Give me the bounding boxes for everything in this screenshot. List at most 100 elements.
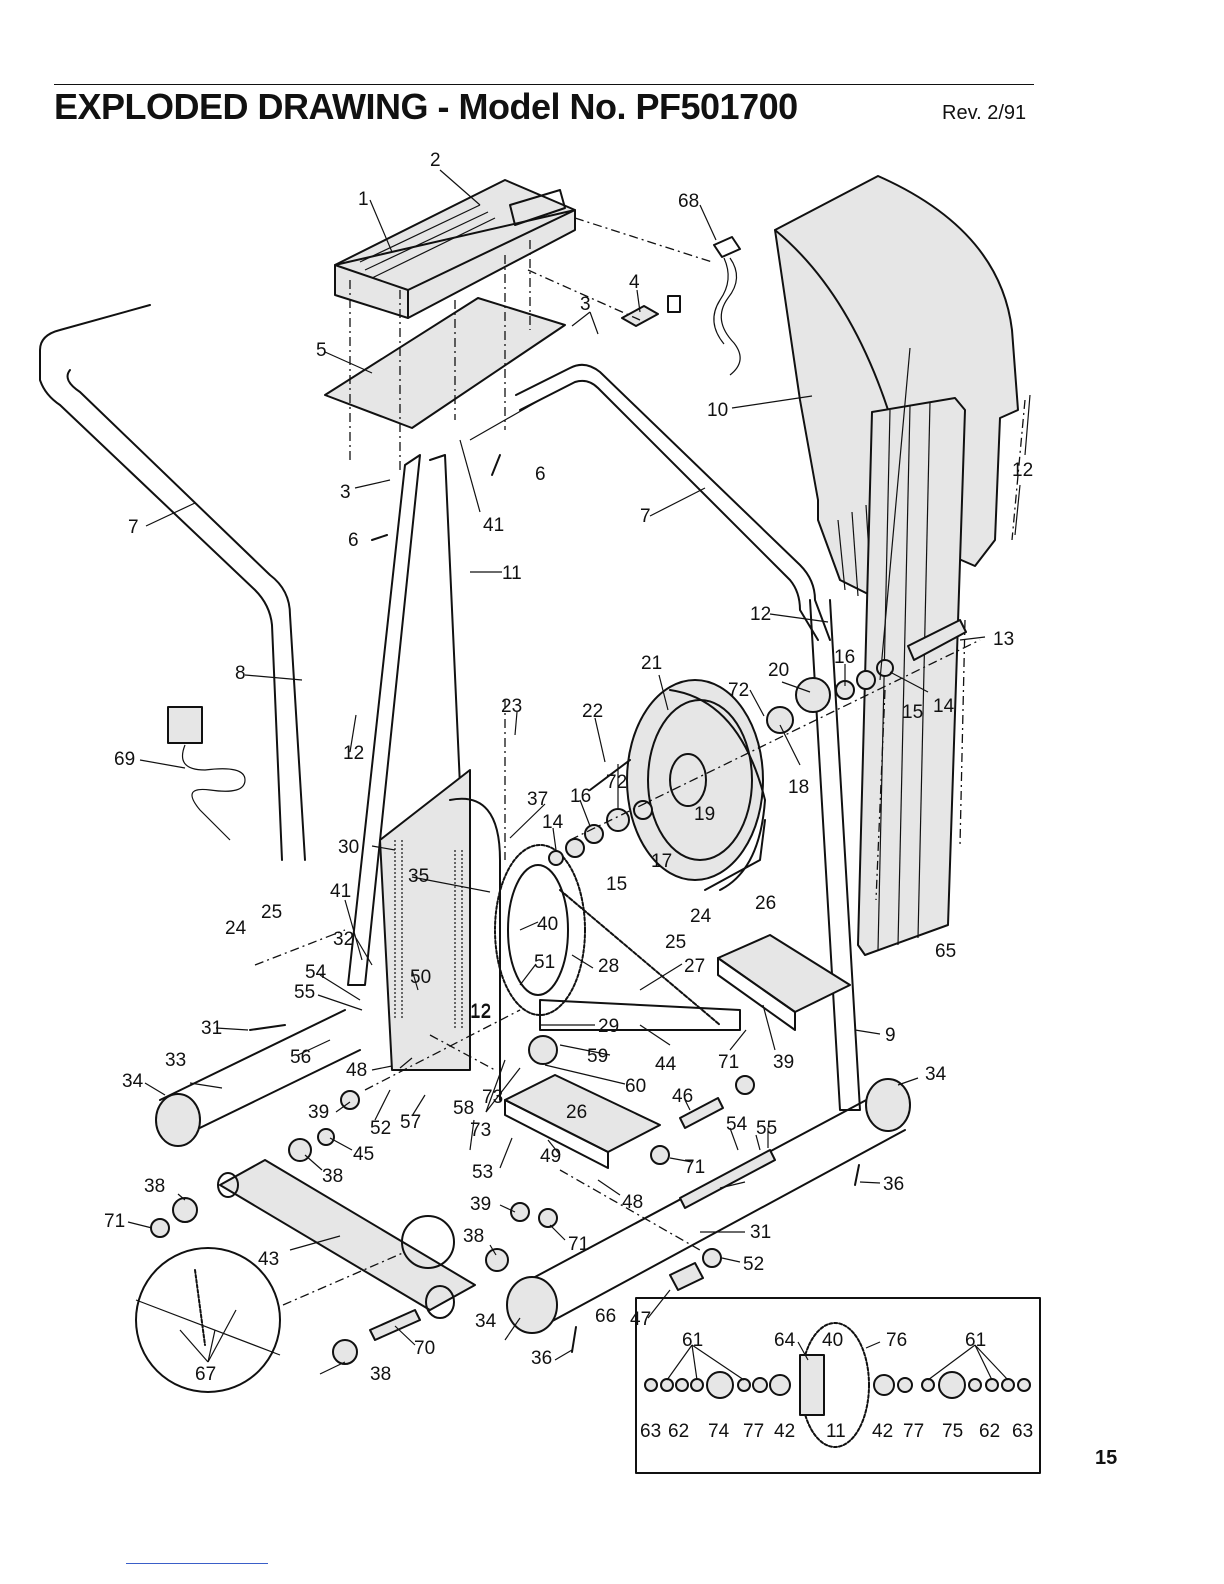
pulse-sensor: [713, 236, 741, 376]
callout-labels: 1 2 3 3 4 5 6 6 7 7 8 9 10 11 12 12 12 1…: [104, 150, 1033, 1385]
callout-label: 13: [993, 629, 1014, 650]
frame-springs: [379, 769, 501, 1101]
console-monitor: [334, 179, 576, 319]
title-rule: [54, 84, 1034, 85]
callout-label: 7: [640, 506, 651, 527]
callout-label: 44: [655, 1054, 677, 1075]
callout-label: 28: [598, 956, 619, 977]
callout-label: 68: [678, 191, 699, 212]
callout-label: 67: [195, 1364, 216, 1385]
callout-label: 34: [925, 1064, 947, 1085]
callout-label: 69: [114, 749, 135, 770]
detail-circle-small: [401, 1215, 455, 1269]
callout-label: 71: [718, 1052, 739, 1073]
callout-label: 38: [322, 1166, 343, 1187]
callout-label: 54: [726, 1114, 748, 1135]
inset-bottom-label: 75: [942, 1421, 963, 1442]
callout-label: 34: [475, 1311, 497, 1332]
callout-label: 3: [580, 294, 591, 315]
callout-label: 33: [165, 1050, 186, 1071]
callout-label: 1: [358, 189, 369, 210]
callout-label: 41: [483, 515, 504, 536]
callout-label: 6: [348, 530, 359, 551]
callout-label: 47: [630, 1309, 651, 1330]
inset-top-label: 61: [682, 1330, 703, 1351]
callout-label: 12: [470, 1002, 491, 1023]
callout-label: 72: [728, 680, 749, 701]
callout-label: 54: [305, 962, 327, 983]
inset-bottom-label: 63: [640, 1421, 661, 1442]
page-title: EXPLODED DRAWING - Model No. PF501700: [54, 86, 798, 127]
callout-label: 73: [470, 1120, 491, 1141]
callout-label: 21: [641, 653, 662, 674]
callout-label: 3: [340, 482, 351, 503]
callout-label: 25: [665, 932, 686, 953]
inset-bottom-label: 11: [826, 1421, 846, 1442]
rod-46: [679, 1097, 724, 1129]
right-handlebar: [515, 363, 831, 641]
inset-bottom-label: 62: [979, 1421, 1000, 1442]
callout-label: 35: [408, 866, 429, 887]
callout-label: 20: [768, 660, 789, 681]
rod-70: [369, 1309, 421, 1341]
front-tube: [155, 1009, 361, 1147]
callout-label: 6: [535, 464, 546, 485]
callout-label: 7: [128, 517, 139, 538]
callout-label: 5: [316, 340, 327, 361]
callout-label: 57: [400, 1112, 421, 1133]
inset-labels: 61 64 40 76 61 63 62 74 77 42 11 42 77 7…: [640, 1330, 1033, 1442]
callout-label: 27: [684, 956, 705, 977]
inset-top-label: 61: [965, 1330, 986, 1351]
bushings: [150, 1035, 755, 1365]
rear-leg: [809, 599, 861, 1111]
callout-label: 24: [225, 918, 247, 939]
callout-label: 37: [527, 789, 548, 810]
pulley-sprocket: [795, 677, 831, 713]
callout-label: 12: [1012, 460, 1033, 481]
callout-label: 24: [690, 906, 712, 927]
inset-top-label: 64: [774, 1330, 796, 1351]
callout-label: 72: [606, 772, 627, 793]
callout-label: 14: [542, 812, 564, 833]
base-plate: [217, 1159, 476, 1319]
callout-label: 11: [502, 563, 522, 584]
callout-label: 71: [684, 1157, 705, 1178]
callout-label: 70: [414, 1338, 435, 1359]
hub-detail-inset: [635, 1297, 1041, 1474]
callout-label: 22: [582, 701, 603, 722]
flywheel: [626, 679, 766, 891]
callout-label: 39: [470, 1194, 491, 1215]
callout-label: 9: [885, 1025, 896, 1046]
pedal-arm: [539, 999, 741, 1031]
clip-part: [621, 305, 659, 327]
ac-adapter: [167, 706, 246, 841]
callout-label: 52: [370, 1118, 391, 1139]
callout-label: 40: [537, 914, 558, 935]
rod-55: [679, 1149, 776, 1209]
callout-label: 26: [566, 1102, 587, 1123]
callout-label: 50: [410, 967, 431, 988]
inset-top-label: 76: [886, 1330, 907, 1351]
callout-label: 15: [606, 874, 627, 895]
callout-label: 12: [470, 1001, 491, 1022]
callout-label: 12: [343, 743, 364, 764]
chain: [559, 889, 721, 1026]
callout-label: 8: [235, 663, 246, 684]
callout-label: 51: [534, 952, 555, 973]
callout-label: 2: [430, 150, 441, 171]
callout-label: 25: [261, 902, 282, 923]
inset-bottom-label: 63: [1012, 1421, 1033, 1442]
callout-label: 23: [501, 696, 522, 717]
callout-label: 10: [707, 400, 728, 421]
callout-label: 19: [694, 804, 715, 825]
callout-label: 38: [463, 1226, 484, 1247]
callout-label: 15: [902, 702, 923, 723]
callout-label: 49: [540, 1146, 561, 1167]
callout-label: 71: [104, 1211, 125, 1232]
callout-label: 34: [122, 1071, 144, 1092]
callout-label: 56: [290, 1047, 311, 1068]
callout-label: 59: [587, 1046, 608, 1067]
page-number: 15: [1095, 1447, 1118, 1469]
callout-label: 4: [629, 272, 640, 293]
